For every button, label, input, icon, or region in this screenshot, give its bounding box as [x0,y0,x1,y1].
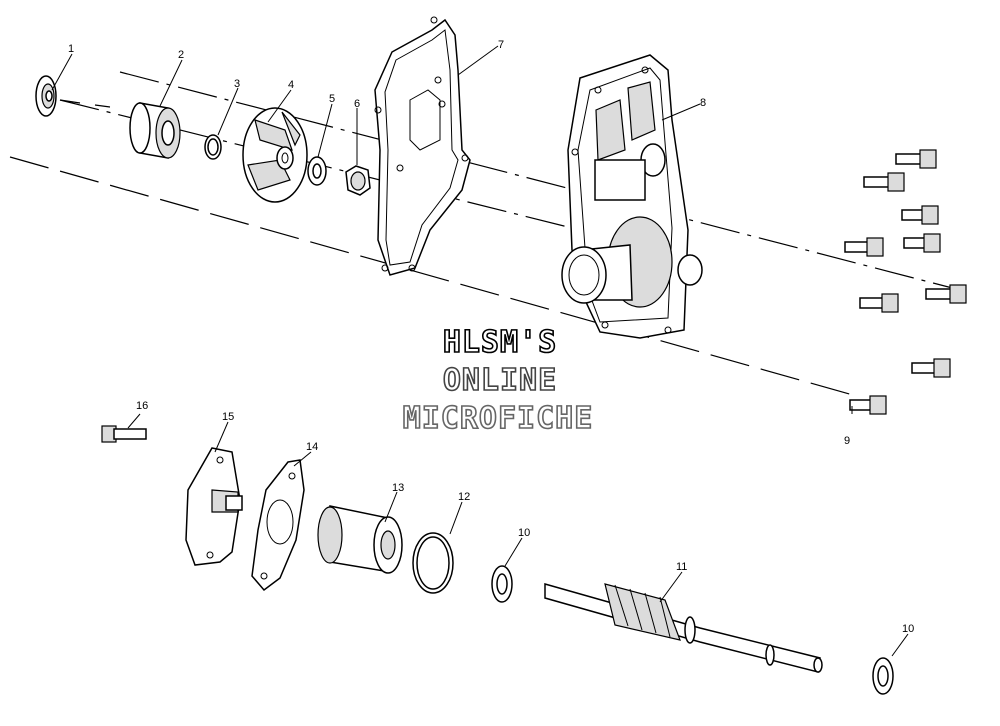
watermark: HLSM'S ONLINE MICROFICHE [402,324,594,437]
bolt [925,284,967,304]
bolt [863,172,905,192]
bolt [895,149,937,169]
callout-11: 11 [676,561,687,573]
callout-9: 9 [844,435,850,447]
leader-lines [51,45,909,657]
callout-8: 8 [700,97,706,109]
callout-labels: 1 2 3 4 5 6 7 8 9 10 10 11 12 13 14 15 1… [68,39,914,635]
part-4-impeller [242,107,308,203]
part-10-washer-a [491,565,513,603]
watermark-line-1: HLSM'S [443,325,557,360]
callout-16: 16 [136,400,148,412]
bolt [903,233,941,253]
bolt [849,395,887,415]
callout-2: 2 [178,49,184,61]
bolt [901,205,939,225]
part-7-gasket [374,16,471,276]
part-16-bolt [101,425,147,443]
bolt [911,358,951,378]
part-12-o-ring [412,532,454,594]
bolt [844,237,884,257]
part-14-gasket [251,459,305,592]
callout-6: 6 [354,98,360,110]
part-11-gear-shaft [544,583,823,673]
callout-4: 4 [288,79,294,91]
callout-15: 15 [222,411,234,423]
watermark-line-3: MICROFICHE [403,401,594,436]
part-9-bolt-set [844,149,967,415]
part-13-bushing [317,505,403,574]
part-1-seal [35,75,57,117]
callout-5: 5 [329,93,335,105]
part-15-cover [185,447,243,566]
callout-3: 3 [234,78,240,90]
bolt [859,293,899,313]
part-3-ring [204,134,222,160]
part-10-washer-b [872,657,894,695]
callout-1: 1 [68,43,74,55]
callout-10b: 10 [902,623,914,635]
part-8-water-pump-housing [561,54,703,339]
callout-7: 7 [498,39,504,51]
part-2-bearing [129,102,181,159]
watermark-line-2: ONLINE [443,363,557,398]
callout-10a: 10 [518,527,530,539]
callout-12: 12 [458,491,470,503]
callout-14: 14 [306,441,318,453]
part-5-washer [307,156,327,186]
callout-13: 13 [392,482,404,494]
part-6-nut [345,165,371,196]
